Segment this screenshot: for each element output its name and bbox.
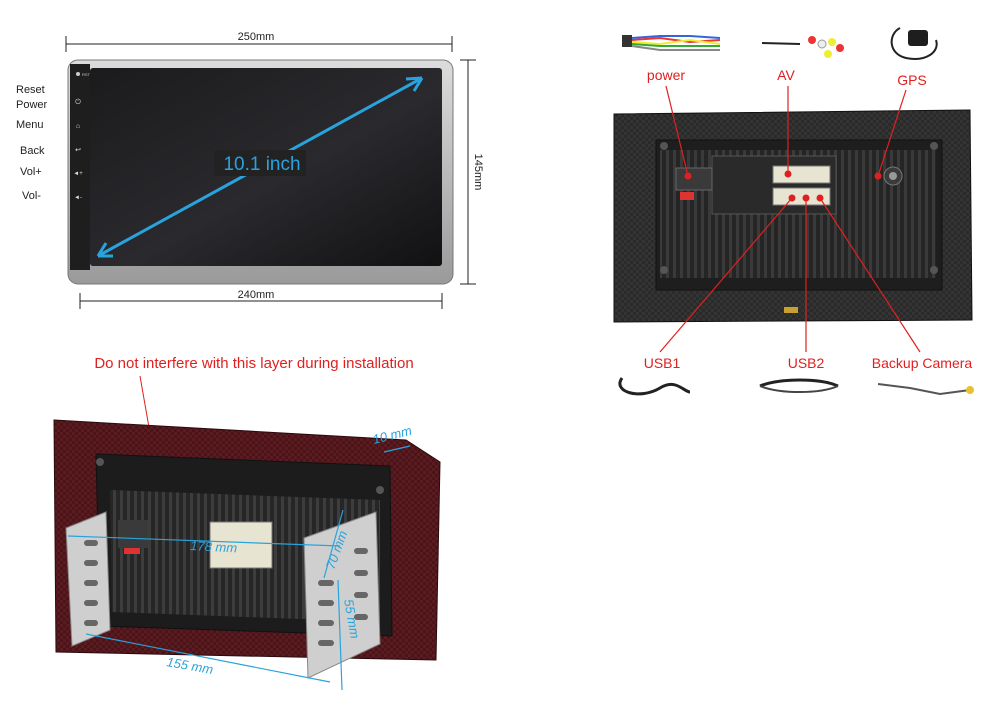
home-icon[interactable]: ⌂: [76, 123, 80, 130]
backup-camera-label: Backup Camera: [872, 355, 973, 371]
power-harness-image: [622, 35, 721, 51]
usb-connector-block: [772, 187, 831, 206]
gps-label: GPS: [897, 72, 927, 88]
gps-antenna-image: [890, 27, 938, 60]
usb1-label: USB1: [644, 355, 681, 371]
vol-down-icon[interactable]: ◄-: [74, 195, 82, 201]
av-connector: [772, 165, 831, 184]
label-reset: Reset: [16, 84, 45, 96]
label-power: Power: [16, 99, 48, 111]
label-vol-up: Vol+: [20, 166, 42, 178]
vol-up-icon[interactable]: ◄+: [73, 171, 83, 177]
dim-55: [337, 579, 343, 691]
back-icon[interactable]: ↩: [75, 147, 81, 154]
usb1-cable-image: [618, 377, 691, 396]
reset-hole[interactable]: [76, 72, 80, 76]
rear-view: power AV GPS USB1 USB: [613, 27, 974, 396]
rst-label: RST: [82, 72, 91, 77]
av-cable-image: [761, 36, 844, 58]
width-inner-label: 178 mm: [190, 538, 238, 555]
power-icon[interactable]: ⏻: [75, 98, 81, 106]
front-view: 250mm RST ⏻ ⌂ ↩ ◄+ ◄- Reset Power Menu B…: [16, 31, 484, 309]
height-side-label: 55 mm: [341, 598, 363, 640]
power-label: power: [647, 67, 685, 83]
camera-cable-image: [877, 383, 974, 396]
install-connector: [209, 521, 273, 569]
av-label: AV: [777, 67, 795, 83]
warning-text: Do not interfere with this layer during …: [94, 355, 413, 372]
side-labels: Reset Power Menu Back Vol+ Vol-: [16, 84, 48, 202]
label-menu: Menu: [16, 119, 44, 131]
right-bracket: [303, 511, 381, 679]
usb2-label: USB2: [788, 355, 825, 371]
usb2-cable-image: [759, 378, 839, 393]
dim-70: [323, 509, 344, 579]
dim-10: [383, 445, 411, 453]
diagonal-size-label: 10.1 inch: [223, 154, 300, 175]
label-vol-down: Vol-: [22, 190, 41, 202]
height-label: 145mm: [472, 154, 484, 191]
left-bracket: [65, 511, 111, 647]
dim-178: [67, 535, 341, 547]
install-view: Do not interfere with this layer during …: [53, 355, 441, 691]
width-bottom-label: 240mm: [238, 289, 275, 301]
power-connector: [675, 167, 713, 191]
width-top-label: 250mm: [238, 31, 275, 43]
dim-155: [85, 633, 331, 683]
label-back: Back: [20, 145, 45, 157]
